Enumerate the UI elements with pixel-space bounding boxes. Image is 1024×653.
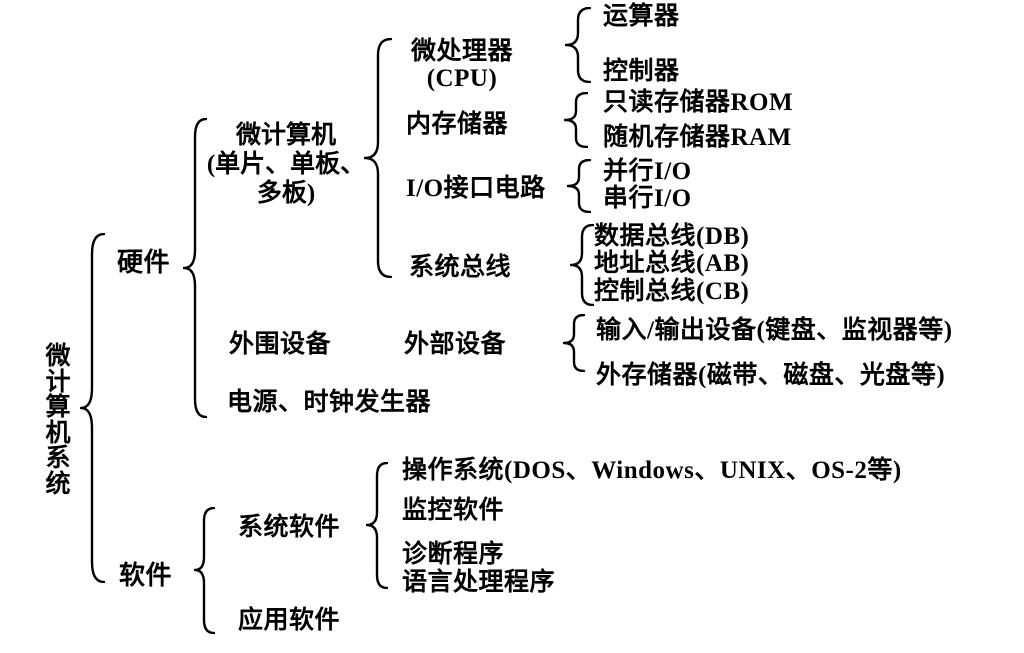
node-io-devices: 输入/输出设备(键盘、监视器等) (596, 317, 953, 344)
node-memory: 内存储器 (406, 111, 509, 138)
node-power-clock: 电源、时钟发生器 (227, 389, 432, 416)
node-controller: 控制器 (603, 58, 680, 85)
brace-microcomputer (364, 38, 392, 278)
node-monitoring-software: 监控软件 (402, 497, 505, 524)
node-rom: 只读存储器ROM (603, 89, 794, 116)
node-external-storage: 外存储器(磁带、磁盘、光盘等) (596, 362, 946, 389)
node-parallel-io: 并行I/O (603, 158, 692, 185)
node-microcomputer-line2: (单片、单板、 (206, 151, 366, 178)
node-diagnostic-program: 诊断程序 (402, 541, 505, 568)
brace-memory (564, 92, 588, 148)
brace-external-device (563, 314, 585, 372)
node-microcomputer-line3: 多板) (256, 180, 316, 207)
node-peripheral: 外围设备 (229, 331, 332, 358)
node-ram: 随机存储器RAM (603, 124, 792, 151)
brace-system-bus (570, 224, 594, 306)
node-microcomputer: 微计算机 (单片、单板、 多板) (190, 121, 382, 208)
node-application-software: 应用软件 (238, 607, 341, 634)
node-os: 操作系统(DOS、Windows、UNIX、OS-2等) (402, 457, 902, 484)
node-system-bus: 系统总线 (409, 254, 512, 281)
node-root: 微计算机系统 (45, 343, 71, 498)
brace-io-interface (567, 159, 591, 213)
node-cpu-line1: 微处理器 (410, 38, 513, 65)
brace-cpu (565, 7, 591, 83)
brace-root (80, 233, 105, 583)
node-external-device: 外部设备 (404, 331, 507, 358)
node-io-interface: I/O接口电路 (406, 175, 546, 202)
node-cpu-line2: (CPU) (426, 65, 498, 92)
node-cpu: 微处理器 (CPU) (399, 38, 525, 92)
node-system-software: 系统软件 (238, 514, 341, 541)
node-software: 软件 (119, 561, 173, 590)
node-control-bus: 控制总线(CB) (594, 278, 750, 305)
node-microcomputer-line1: 微计算机 (235, 122, 336, 149)
node-serial-io: 串行I/O (603, 185, 692, 212)
brace-software (194, 507, 215, 634)
node-address-bus: 地址总线(AB) (594, 250, 750, 277)
node-language-processor: 语言处理程序 (402, 569, 556, 596)
brace-hardware (183, 118, 207, 418)
node-hardware: 硬件 (117, 248, 171, 277)
node-alu: 运算器 (603, 3, 680, 30)
brace-system-software (366, 462, 388, 589)
node-data-bus: 数据总线(DB) (594, 223, 750, 250)
